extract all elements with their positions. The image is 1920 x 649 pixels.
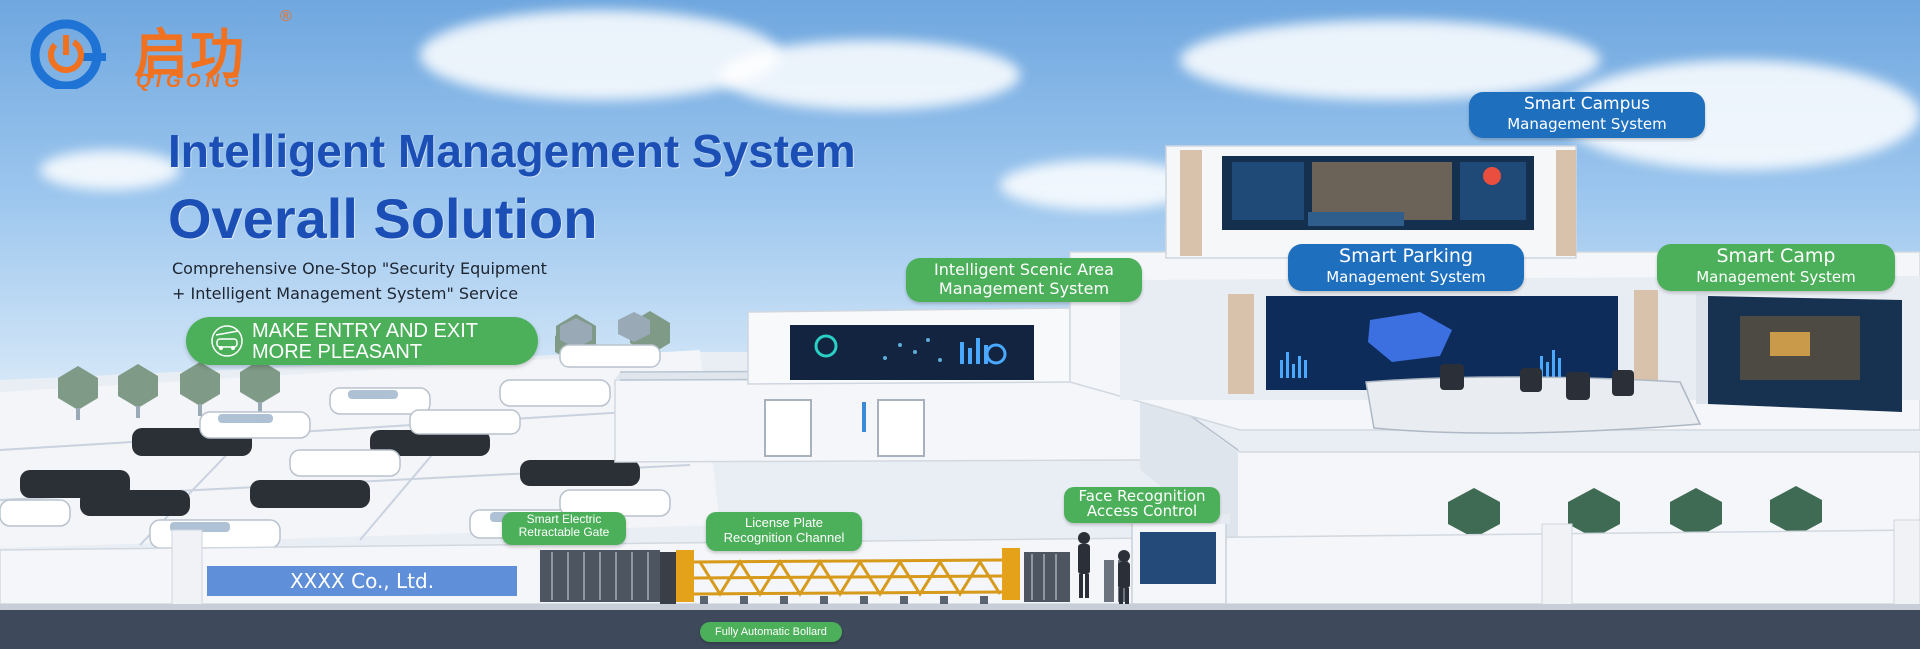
decorative-shrubs [1448, 486, 1822, 538]
label-smart-gate-sub: Retractable Gate [518, 525, 610, 539]
label-bollard-title: Fully Automatic Bollard [715, 626, 827, 638]
cloud [40, 150, 180, 190]
label-smart-campus: Smart Campus Management System [1469, 92, 1705, 138]
label-bollard: Fully Automatic Bollard [700, 622, 842, 642]
label-smart-campus-sub: Management System [1507, 115, 1667, 133]
barrier-fence [693, 558, 1003, 597]
label-face-recognition-title: Face Recognition [1078, 487, 1206, 505]
cloud [420, 10, 780, 100]
label-smart-parking: Smart Parking Management System [1288, 244, 1524, 291]
headline-line-1: Intelligent Management System [168, 125, 856, 177]
label-scenic-area-sub: Management System [938, 279, 1110, 298]
label-license-plate-title: License Plate [744, 515, 824, 530]
label-smart-gate: Smart Electric Retractable Gate [502, 512, 626, 545]
company-sign: XXXX Co., Ltd. [207, 566, 517, 596]
label-scenic-area-title: Intelligent Scenic Area [934, 260, 1114, 279]
cloud [1180, 20, 1600, 100]
label-license-plate-sub: Recognition Channel [723, 530, 845, 545]
label-smart-camp-title: Smart Camp [1716, 245, 1836, 267]
label-smart-camp: Smart Camp Management System [1657, 244, 1895, 291]
headline-line-2: Overall Solution [168, 187, 598, 250]
label-smart-gate-title: Smart Electric [526, 512, 602, 526]
label-smart-campus-title: Smart Campus [1523, 94, 1651, 114]
label-smart-parking-title: Smart Parking [1339, 245, 1473, 267]
barrier-post [1002, 548, 1020, 600]
brand-name-en: QIGONG [136, 71, 245, 92]
label-scenic-area: Intelligent Scenic Area Management Syste… [906, 258, 1142, 302]
cloud [720, 40, 1020, 110]
label-face-recognition-sub: Access Control [1086, 502, 1198, 520]
slogan-pill: MAKE ENTRY AND EXIT MORE PLEASANT [186, 317, 538, 365]
label-smart-camp-sub: Management System [1696, 268, 1856, 286]
slogan-line-1: MAKE ENTRY AND EXIT [252, 320, 478, 342]
subtitle-line-1: Comprehensive One-Stop "Security Equipme… [172, 259, 547, 278]
wall-door [877, 399, 925, 457]
slogan-line-2: MORE PLEASANT [252, 341, 423, 363]
subtitle-line-2: + Intelligent Management System" Service [172, 284, 519, 303]
label-smart-parking-sub: Management System [1326, 268, 1486, 286]
power-g-logo-icon [30, 19, 106, 89]
bollards [700, 596, 988, 610]
barrier-post [676, 550, 694, 602]
car-gate-icon [211, 325, 243, 357]
retractable-gate [540, 550, 660, 602]
brand-name-cn: 启功 [134, 23, 246, 86]
registered-mark: ® [280, 8, 292, 25]
label-face-recognition: Face Recognition Access Control [1064, 487, 1220, 523]
road [0, 604, 1920, 649]
pedestrians [1078, 532, 1130, 608]
scenic-screen [790, 325, 1034, 380]
wall-door [764, 399, 812, 457]
label-license-plate: License Plate Recognition Channel [706, 512, 862, 551]
